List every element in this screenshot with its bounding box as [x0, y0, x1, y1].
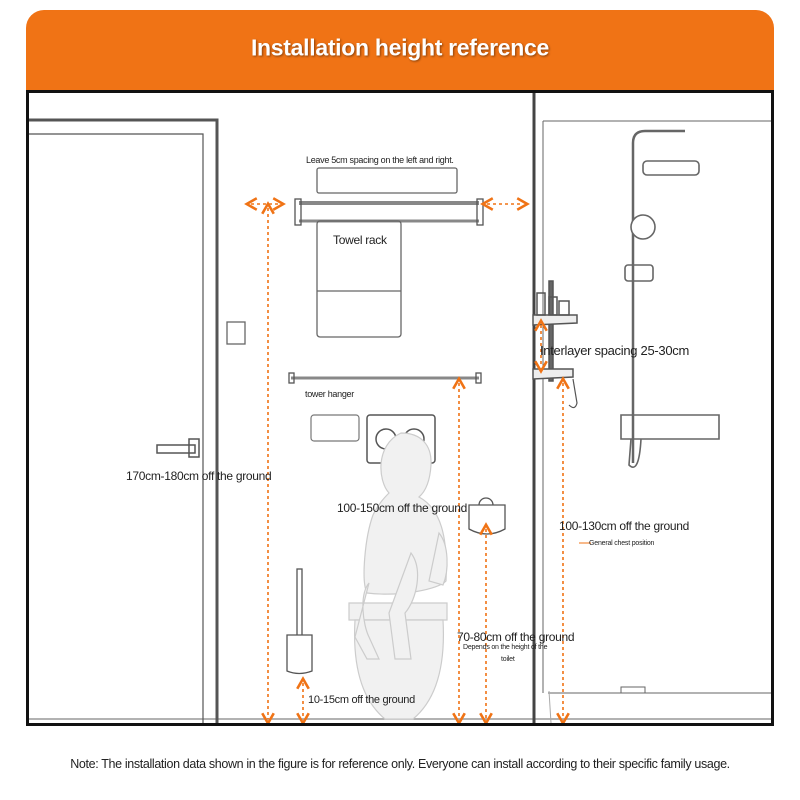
hanger-height-label: 100-150cm off the ground: [337, 501, 468, 515]
light-switch: [226, 321, 246, 345]
door-illustration: [29, 118, 219, 723]
toilet-with-person: [348, 432, 448, 720]
brush-height-label: 10-15cm off the ground: [308, 694, 415, 706]
toilet-note-line2: toilet: [501, 656, 515, 663]
shower-fixture: [620, 129, 720, 468]
tissue-box: [310, 414, 360, 442]
bathroom-illustration: [29, 93, 771, 723]
tower-hanger-label: tower hanger: [305, 389, 354, 399]
spacing-label: Leave 5cm spacing on the left and right.: [306, 155, 454, 165]
towel-rack-label: Towel rack: [333, 233, 387, 247]
measurement-lines: [244, 197, 591, 723]
chest-position-label: General chest position: [589, 540, 655, 547]
header-banner: Installation height reference: [26, 10, 774, 90]
rack-height-label: 170cm-180cm off the ground: [126, 469, 272, 483]
toilet-brush-illustration: [286, 568, 313, 675]
tower-hanger-illustration: [288, 372, 482, 384]
shelf-height-label: 100-130cm off the ground: [559, 519, 690, 533]
towel-rack-illustration: [294, 167, 484, 338]
footer-note: Note: The installation data shown in the…: [70, 757, 730, 771]
toilet-paper-holder: [468, 497, 506, 535]
page-title: Installation height reference: [250, 34, 550, 61]
toilet-note-line1: Depends on the height of the: [463, 644, 548, 651]
paper-height-label: 70-80cm off the ground: [457, 630, 575, 644]
bathroom-diagram: Leave 5cm spacing on the left and right.…: [26, 90, 774, 726]
interlayer-label: Interlayer spacing 25-30cm: [540, 343, 690, 358]
shower-area: [532, 93, 771, 723]
